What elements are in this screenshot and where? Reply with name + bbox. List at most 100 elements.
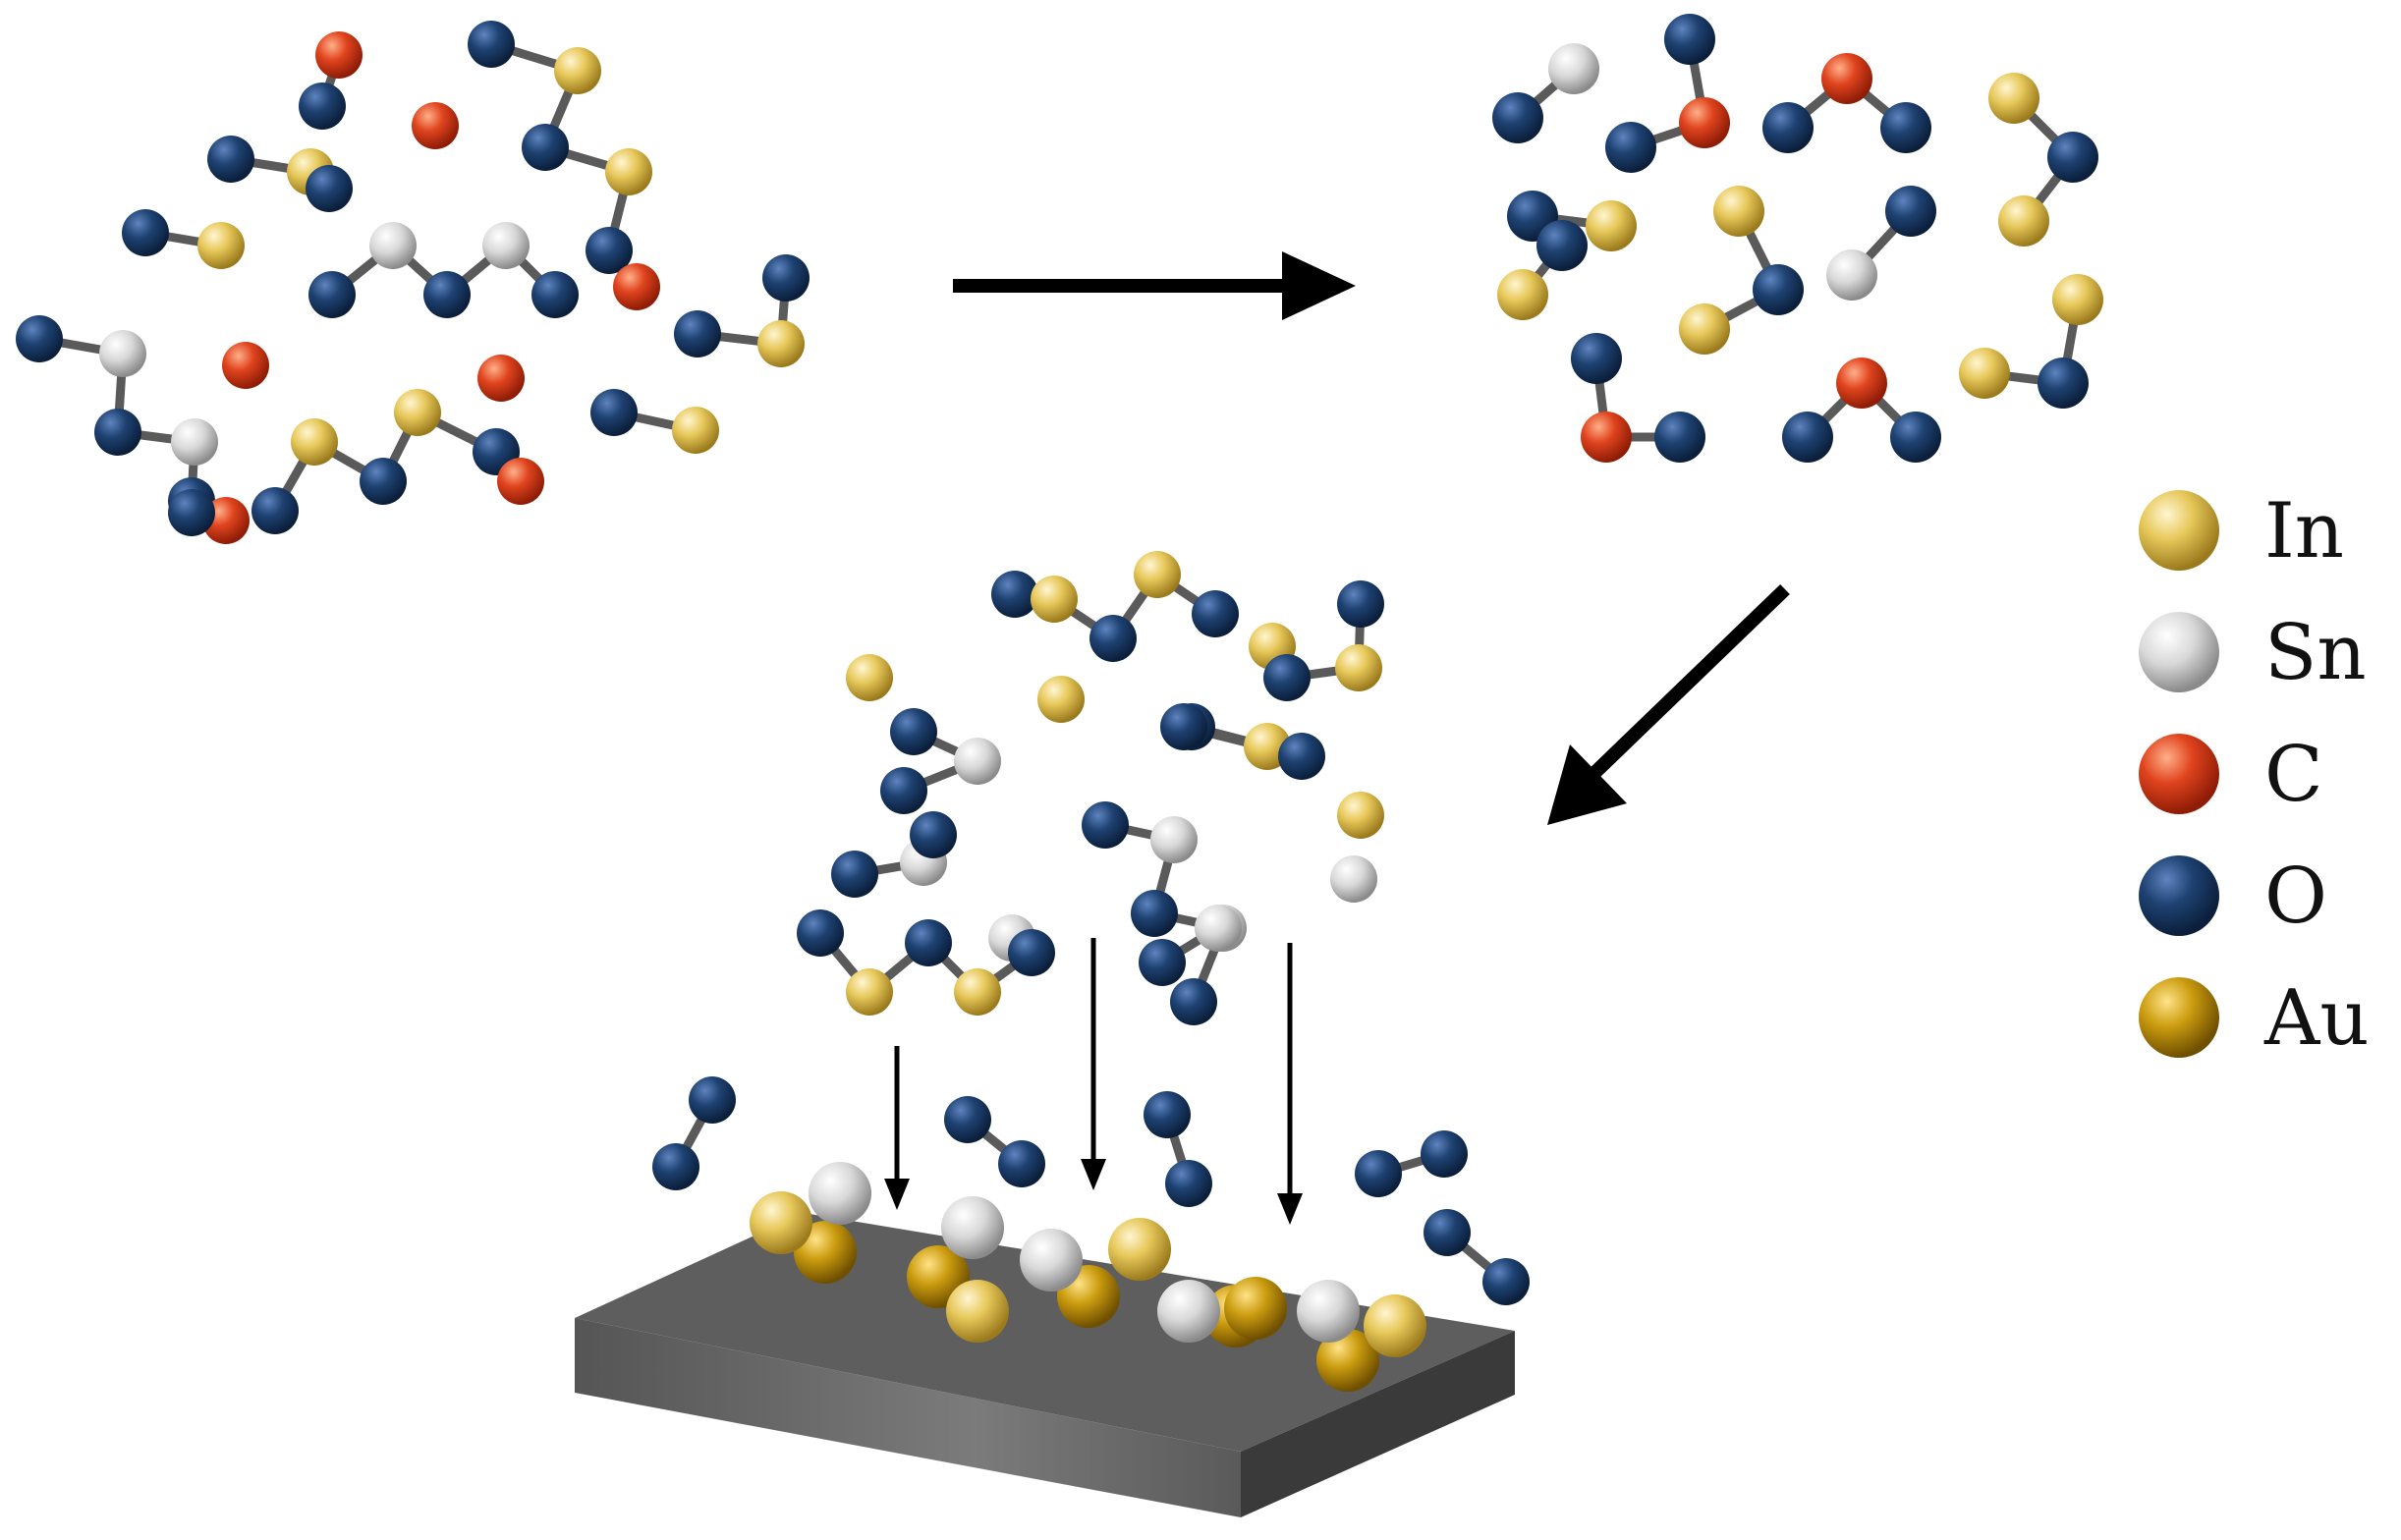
legend-label: O xyxy=(2264,852,2327,941)
deposited-film-particles xyxy=(750,1162,1426,1392)
legend-item-carbon: C xyxy=(2139,731,2323,819)
arrow-diagonal-head xyxy=(1547,744,1627,825)
oxygen-atom xyxy=(2038,358,2089,409)
oxygen-atom xyxy=(1355,1150,1402,1197)
legend-item-oxygen: O xyxy=(2139,852,2327,941)
substrate-side-face xyxy=(1241,1331,1515,1517)
oxygen-atom xyxy=(1482,1258,1530,1305)
oxygen-atom xyxy=(522,124,569,171)
carbon-atom xyxy=(497,458,544,505)
indium-atom xyxy=(1364,1294,1426,1357)
tin-atom xyxy=(99,330,146,377)
oxygen-atom xyxy=(423,271,471,318)
oxygen-atom xyxy=(207,136,254,183)
carbon-atom xyxy=(1821,53,1872,104)
oxygen-atom xyxy=(674,310,721,358)
indium-atom xyxy=(750,1191,812,1254)
tin-atom xyxy=(1297,1280,1360,1343)
oxygen-atom xyxy=(94,409,141,456)
carbon-atom xyxy=(1836,358,1887,409)
substrate-front-face xyxy=(575,1318,1241,1517)
carbon-atom xyxy=(222,342,269,389)
oxygen-atom xyxy=(251,487,299,534)
legend-label: In xyxy=(2264,487,2344,576)
legend-item-indium: In xyxy=(2139,487,2344,576)
indium-atom xyxy=(605,148,652,195)
oxygen-atom xyxy=(1263,654,1311,701)
indium-atom xyxy=(1335,644,1382,691)
process-arrows xyxy=(884,251,1790,1225)
oxygen-atom xyxy=(306,165,353,212)
oxygen-atom xyxy=(1337,580,1384,628)
oxygen-atom xyxy=(831,851,878,898)
oxygen-atom xyxy=(1664,14,1715,65)
tin-atom xyxy=(1548,43,1599,94)
indium-sphere-icon xyxy=(2139,490,2219,571)
gold-atom xyxy=(794,1221,857,1284)
indium-atom xyxy=(1497,269,1548,320)
indium-atom xyxy=(554,47,601,94)
oxygen-atom xyxy=(1753,264,1804,315)
legend-label: C xyxy=(2264,731,2323,819)
carbon-atom xyxy=(412,102,459,149)
tin-atom xyxy=(1020,1229,1083,1292)
oxygen-atom xyxy=(468,21,515,68)
carbon-atom xyxy=(477,355,525,402)
oxygen-atom xyxy=(797,909,844,957)
oxygen-atom xyxy=(1082,801,1129,849)
oxygen-atom xyxy=(652,1143,699,1190)
carbon-atom xyxy=(315,31,363,79)
oxygen-atom xyxy=(762,254,810,302)
oxygen-atom xyxy=(2047,132,2098,183)
precursor-molecules-cluster xyxy=(16,21,810,544)
gold-sphere-icon xyxy=(2139,977,2219,1058)
tin-atom xyxy=(1195,905,1242,952)
oxygen-atom xyxy=(944,1096,991,1143)
oxygen-atom xyxy=(168,489,215,536)
indium-atom xyxy=(954,968,1001,1016)
tin-atom xyxy=(171,418,218,466)
oxygen-atom xyxy=(1089,615,1137,662)
tin-atom xyxy=(369,222,417,269)
oxygen-atom xyxy=(586,227,633,274)
legend-label: Au xyxy=(2263,974,2370,1063)
decomposed-fragments-cluster xyxy=(1492,14,2103,463)
indium-atom xyxy=(1134,551,1181,598)
oxygen-atom xyxy=(1424,1209,1471,1256)
oxygen-atom xyxy=(1605,122,1656,173)
oxygen-atom xyxy=(1880,102,1931,153)
carbon-atom xyxy=(1679,97,1730,148)
legend-item-tin: Sn xyxy=(2139,609,2367,697)
oxygen-atom xyxy=(1144,1091,1191,1138)
oxygen-atom xyxy=(1421,1130,1468,1178)
oxygen-atom xyxy=(299,82,346,130)
indium-atom xyxy=(846,968,893,1016)
deposition-arrow-2-head xyxy=(1081,1159,1106,1190)
tin-atom xyxy=(809,1162,871,1225)
carbon-sphere-icon xyxy=(2139,734,2219,814)
indium-atom xyxy=(1998,195,2049,247)
indium-atom xyxy=(757,320,805,367)
tin-atom xyxy=(1157,1280,1220,1343)
oxygen-atom xyxy=(880,767,927,814)
oxygen-atom xyxy=(1160,703,1207,750)
oxygen-atom xyxy=(1571,333,1622,384)
oxygen-atom xyxy=(16,315,63,362)
indium-atom xyxy=(394,389,441,436)
legend-label: Sn xyxy=(2264,609,2367,697)
oxygen-atom xyxy=(308,271,356,318)
tin-atom xyxy=(1826,249,1877,301)
oxygen-atom xyxy=(905,919,952,966)
oxygen-atom xyxy=(1654,412,1705,463)
tin-atom xyxy=(954,738,1001,785)
oxygen-atom xyxy=(910,811,957,858)
oxygen-sphere-icon xyxy=(2139,855,2219,936)
oxygen-atom xyxy=(360,458,407,505)
oxygen-atom xyxy=(689,1076,736,1124)
indium-atom xyxy=(1108,1218,1171,1281)
indium-atom xyxy=(291,418,338,466)
tin-atom xyxy=(941,1196,1004,1259)
indium-atom xyxy=(1988,73,2039,124)
indium-atom xyxy=(846,654,893,701)
